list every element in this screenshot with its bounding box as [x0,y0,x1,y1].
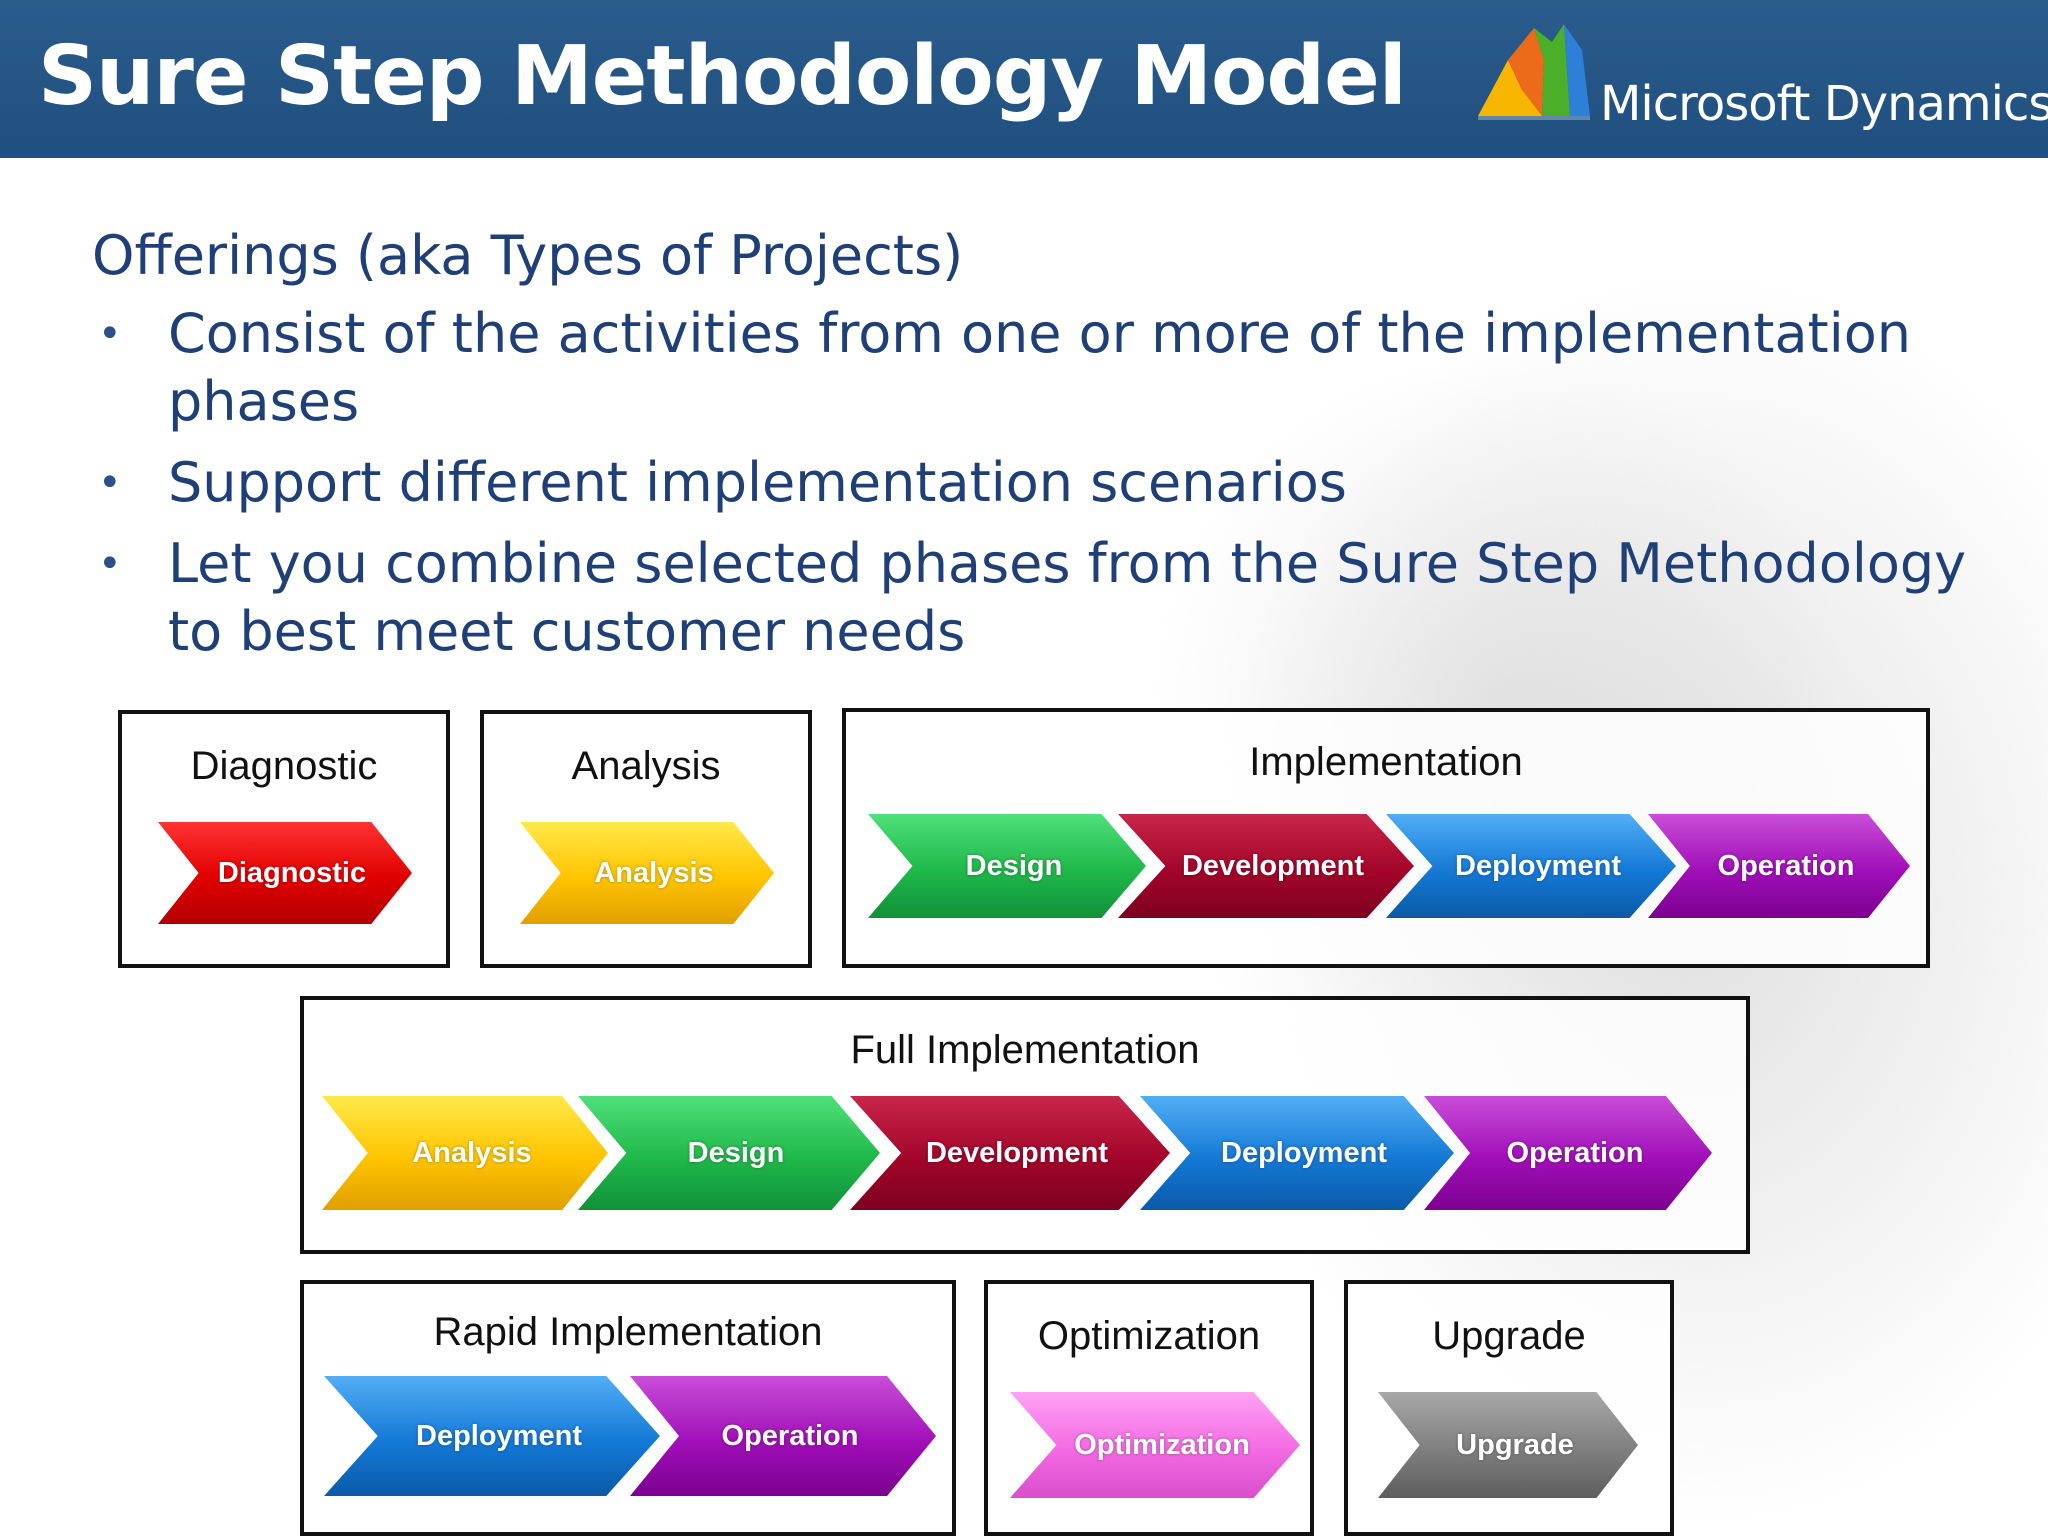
bullet-item: • Support different implementation scenar… [92,449,2012,517]
phase-chevron-operation: Operation [1424,1096,1712,1210]
offering-label: Full Implementation [850,1028,1200,1072]
phase-chevron-development: Development [850,1096,1170,1210]
offering-label: Diagnostic [190,744,378,788]
offering-box-implementation: Implementation Design Development Deploy… [842,708,1930,968]
bullet-item: • Consist of the activities from one or m… [92,300,2012,436]
offering-box-full-implementation: Full Implementation Analysis Design Deve… [300,996,1750,1254]
phase-chevron-optimization: Optimization [1010,1392,1300,1498]
phase-chevron-diagnostic: Diagnostic [158,822,412,924]
offering-label: Optimization [1037,1314,1261,1358]
phase-chevron-deployment: Deployment [1140,1096,1454,1210]
phase-chevron-development: Development [1118,814,1414,918]
phase-chevron-analysis: Analysis [520,822,774,924]
bullet-item: • Let you combine selected phases from th… [92,530,2012,666]
page-title: Sure Step Methodology Model [38,29,1407,124]
phase-chevron-upgrade: Upgrade [1378,1392,1638,1498]
bullet-dot-icon: • [98,460,122,506]
phase-chevron-operation: Operation [630,1376,936,1496]
bullet-text: Consist of the activities from one or mo… [168,302,1911,433]
bullet-text: Let you combine selected phases from the… [168,532,1967,663]
offering-box-upgrade: Upgrade Upgrade [1344,1280,1674,1536]
bullet-dot-icon: • [98,541,122,587]
offering-label: Upgrade [1432,1314,1586,1358]
phase-chevron-deployment: Deployment [324,1376,660,1496]
offering-box-optimization: Optimization Optimization [984,1280,1314,1536]
bullet-dot-icon: • [98,311,122,357]
phase-chevron-analysis: Analysis [322,1096,608,1210]
offering-label: Implementation [1249,740,1523,784]
logo-text: Microsoft Dynamics [1600,76,2048,132]
phase-chevron-design: Design [578,1096,880,1210]
intro-heading: Offerings (aka Types of Projects) [92,224,964,287]
microsoft-dynamics-logo-icon [1478,24,1590,120]
phase-chevron-operation: Operation [1648,814,1910,918]
offering-label: Rapid Implementation [433,1310,823,1354]
offering-box-analysis: Analysis Analysis [480,710,812,968]
bullet-list: • Consist of the activities from one or m… [92,300,2012,679]
header-bar: Sure Step Methodology Model Microsoft Dy… [0,0,2048,158]
bullet-text: Support different implementation scenari… [168,451,1347,514]
phase-chevron-deployment: Deployment [1386,814,1676,918]
offering-label: Analysis [571,744,721,788]
offering-box-rapid-implementation: Rapid Implementation Deployment Operatio… [300,1280,956,1536]
phase-chevron-design: Design [868,814,1146,918]
offering-box-diagnostic: Diagnostic Diagnostic [118,710,450,968]
